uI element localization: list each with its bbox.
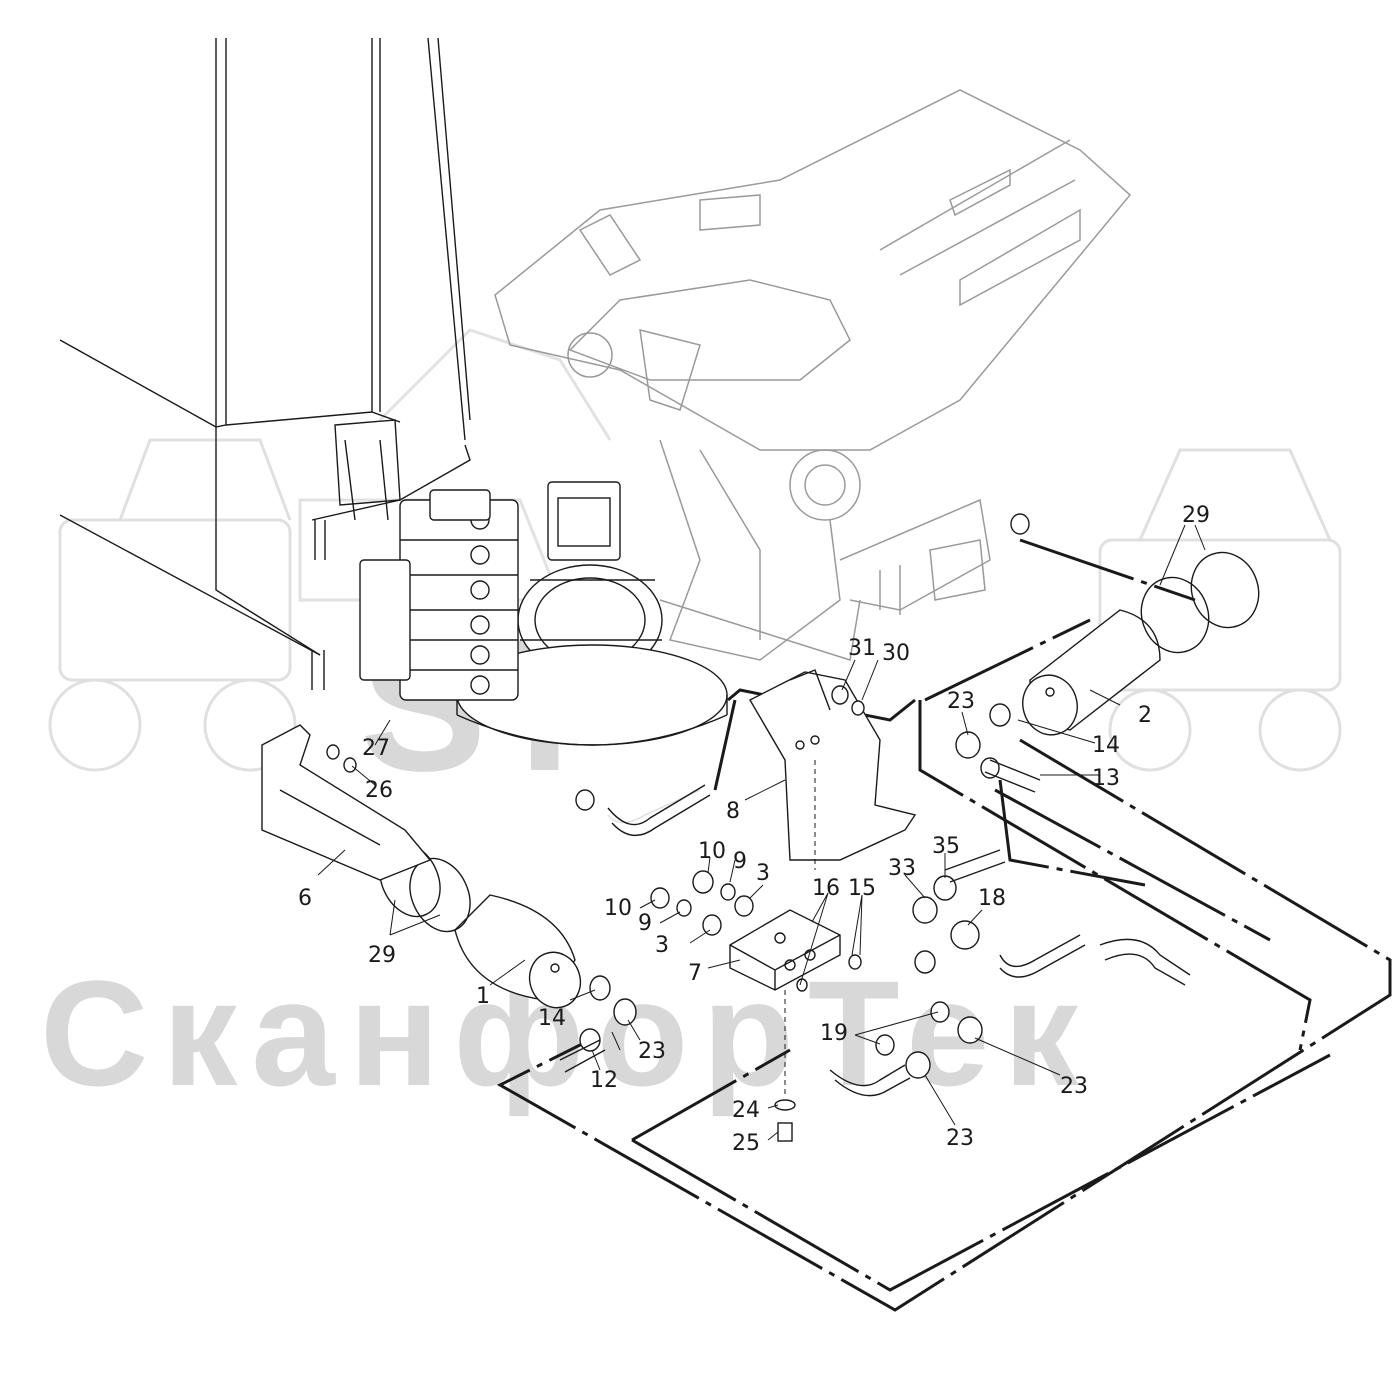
callout-8: 8 [726,799,740,824]
callout-29-right: 29 [1182,503,1210,528]
callout-12: 12 [590,1068,618,1093]
callout-33: 33 [888,856,916,881]
callout-24: 24 [732,1098,760,1123]
control-valve-stack [359,489,519,701]
callout-10-upper: 10 [698,839,726,864]
filter-1 [454,894,582,1009]
callout-9-lower: 9 [638,911,652,936]
swing-motor [456,481,728,746]
leader-lines [317,524,1206,1141]
callout-14-right: 14 [1092,733,1120,758]
callout-7: 7 [688,961,702,986]
callout-23-top-right: 23 [947,689,975,714]
machine-frame [59,37,471,690]
callout-3-lower: 3 [655,933,669,958]
watermark-machine-right-icon [1098,448,1342,772]
manifold-block-7 [729,909,841,1095]
callout-10-lower: 10 [604,896,632,921]
callout-16: 16 [812,876,840,901]
callout-23-right: 23 [1060,1074,1088,1099]
callout-6: 6 [298,886,312,911]
callout-35: 35 [932,834,960,859]
watermark-machine-left-icon [48,438,297,772]
callout-29-left: 29 [368,943,396,968]
callout-15: 15 [848,876,876,901]
callout-27: 27 [362,736,390,761]
hoses [559,759,1191,1097]
callout-1: 1 [476,984,490,1009]
callout-2: 2 [1138,703,1152,728]
callout-18: 18 [978,886,1006,911]
bracket-8 [749,669,917,870]
callout-23-bottom: 23 [946,1126,974,1151]
bracket-6 [261,724,432,881]
callout-26: 26 [365,778,393,803]
callout-labels: 1 2 3 3 6 7 8 9 9 10 10 12 13 14 14 15 1… [298,503,1210,1156]
callout-19: 19 [820,1021,848,1046]
callout-25: 25 [732,1131,760,1156]
filter-2 [1022,609,1161,736]
callout-30: 30 [882,641,910,666]
callout-9-upper: 9 [733,849,747,874]
boom-assembly-ghost [494,89,1132,661]
callout-14-left: 14 [538,1006,566,1031]
callout-3-upper: 3 [756,861,770,886]
callout-31: 31 [848,636,876,661]
callout-13: 13 [1092,766,1120,791]
callout-23-left: 23 [638,1039,666,1064]
hydraulic-lines [496,538,1392,1312]
